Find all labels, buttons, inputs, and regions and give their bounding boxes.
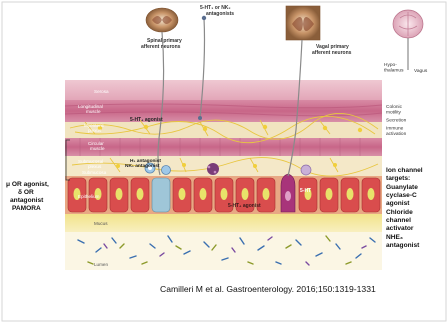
layer-label-submucosa: Submucosa [82,170,107,175]
brain-icon [393,10,423,38]
citation: Camilleri M et al. Gastroenterology. 201… [160,284,376,294]
ht3-antagonist-label: 5-HT₃ or NK₂ antagonists [200,5,234,17]
layer-label-mucus: Mucus [94,221,108,226]
ht4-agonist-label: 5-HT₄ agonist [130,117,163,123]
ht4-agonist-lower-label: 5-HT₄ agonist [228,203,261,209]
layer-label-lumen: Lumen [94,262,108,267]
serosa-layer [65,80,382,100]
longitudinal-muscle-layer [65,100,382,122]
layer-label-serosa: Serosa [94,89,109,94]
epithelial-cells [68,174,380,212]
spinal-cord-left [146,8,178,32]
goblet-cell [152,178,170,212]
h1-nk1-antagonist-label: H₁ antagonist NK₁ antagonist [125,158,162,169]
mucus-layer [65,214,382,232]
myenteric-plexus-layer [65,122,382,138]
layer-label-circular: Circular muscle [88,141,105,151]
circular-muscle-layer [65,138,382,156]
serotonin-label: 5-HT [300,188,311,194]
vagal-afferent-label: Vagal primary afferent neurons [312,44,352,56]
layer-label-epithelium: Epithelium [78,194,100,199]
vagus-label: Vagus [414,68,428,74]
gut-wall [65,80,382,270]
spinal-cord-center [286,6,320,40]
spinal-afferent-label: Spinal primary afferent neurons [141,38,183,50]
